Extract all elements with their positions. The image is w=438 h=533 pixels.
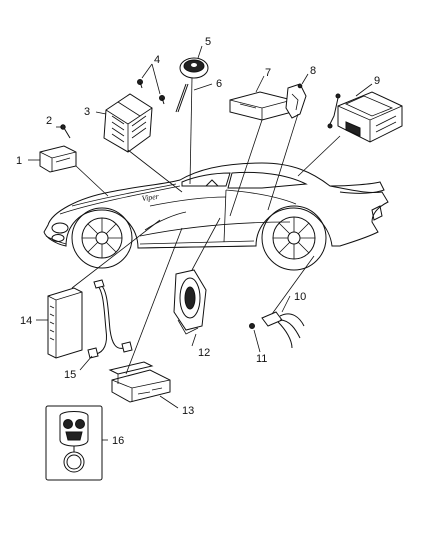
callout-16: 16 <box>112 435 124 447</box>
callout-8: 8 <box>310 65 316 77</box>
part-2-screw <box>60 124 71 139</box>
callout-6: 6 <box>216 78 222 90</box>
part-3-control-module <box>103 93 153 153</box>
part-13-receiver <box>108 361 171 403</box>
callout-7: 7 <box>265 67 271 79</box>
leader-lines <box>28 45 373 441</box>
callout-3: 3 <box>84 106 90 118</box>
part-7-amplifier <box>229 91 293 121</box>
part-10-harness <box>261 311 305 349</box>
part-15-cable <box>87 279 133 359</box>
callout-5: 5 <box>205 36 211 48</box>
part-1-module <box>39 145 77 173</box>
part-16-key-fob <box>45 405 103 481</box>
part-8-bracket <box>285 83 307 119</box>
callout-10: 10 <box>294 291 306 303</box>
callout-13: 13 <box>182 405 194 417</box>
part-14-radio <box>47 287 83 359</box>
callout-9: 9 <box>374 75 380 87</box>
svg-text:Viper: Viper <box>141 192 160 203</box>
part-4-bolts <box>137 79 165 105</box>
part-5-horn <box>179 57 209 79</box>
callout-1: 1 <box>16 155 22 167</box>
part-12-speaker <box>173 269 207 335</box>
part-6-antenna-lead <box>175 83 189 113</box>
callout-labels: 1 2 3 4 5 6 7 8 9 10 11 12 13 14 15 16 <box>16 36 380 447</box>
callout-14: 14 <box>20 315 32 327</box>
callout-11: 11 <box>256 353 267 365</box>
part-11-nut <box>249 323 255 329</box>
callout-12: 12 <box>198 347 210 359</box>
car-body: Viper <box>43 162 389 249</box>
callout-2: 2 <box>46 115 52 127</box>
front-wheel <box>71 207 133 269</box>
callout-4: 4 <box>154 54 160 66</box>
part-9-computer-module <box>327 91 403 143</box>
rear-wheel <box>261 205 327 271</box>
callout-15: 15 <box>64 369 76 381</box>
